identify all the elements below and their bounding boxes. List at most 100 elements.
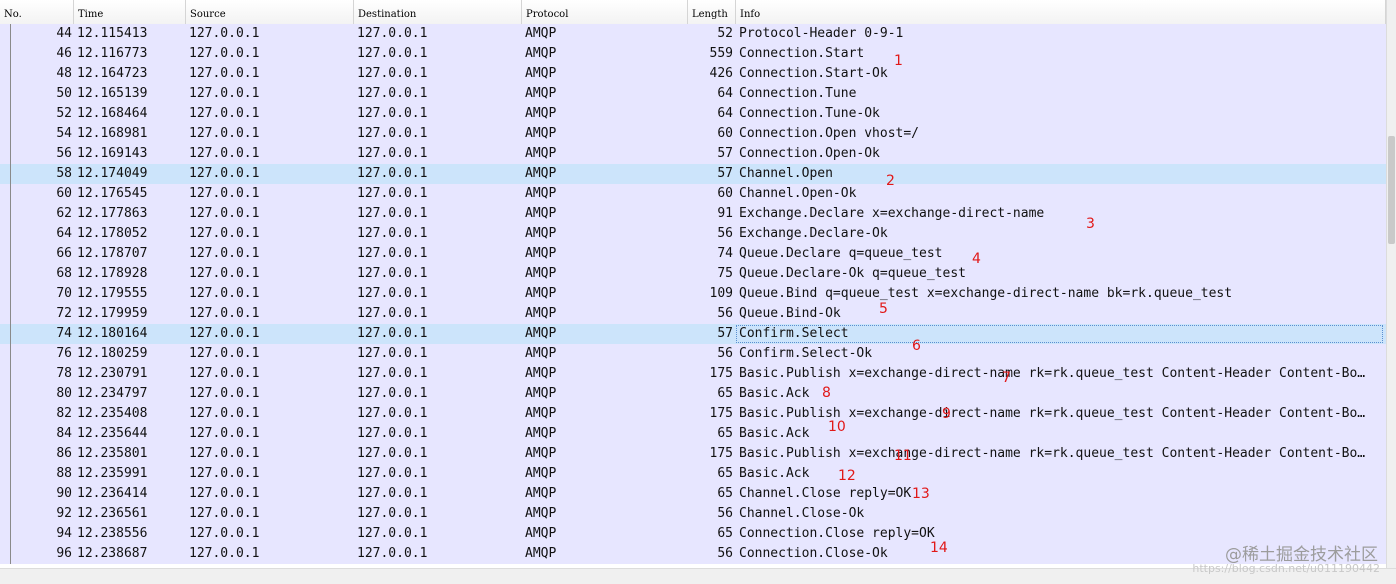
packet-protocol-cell: AMQP xyxy=(525,346,557,361)
packet-info-cell: Basic.Publish x=exchange-direct-name rk=… xyxy=(739,446,1366,461)
packet-destination-cell: 127.0.0.1 xyxy=(357,546,428,561)
packet-protocol-cell: AMQP xyxy=(525,146,557,161)
tree-line xyxy=(10,404,11,424)
packet-no-cell: 64 xyxy=(56,226,72,241)
packet-protocol-cell: AMQP xyxy=(525,246,557,261)
packet-time-cell: 12.180259 xyxy=(77,346,148,361)
packet-no-cell: 76 xyxy=(56,346,72,361)
column-header-destination[interactable]: Destination xyxy=(354,0,522,24)
packet-length-cell: 57 xyxy=(717,166,733,181)
packet-info-cell: Queue.Bind q=queue_test x=exchange-direc… xyxy=(739,286,1233,301)
horizontal-scrollbar[interactable] xyxy=(0,568,1396,584)
column-header-info[interactable]: Info xyxy=(736,0,1386,24)
packet-protocol-cell: AMQP xyxy=(525,386,557,401)
packet-time-cell: 12.235644 xyxy=(77,426,148,441)
packet-no-cell: 96 xyxy=(56,546,72,561)
packet-protocol-cell: AMQP xyxy=(525,526,557,541)
packet-info-cell: Channel.Close-Ok xyxy=(739,506,865,521)
packet-no-cell: 90 xyxy=(56,486,72,501)
packet-destination-cell: 127.0.0.1 xyxy=(357,286,428,301)
packet-protocol-cell: AMQP xyxy=(525,446,557,461)
annotation-marker: 11 xyxy=(894,448,912,464)
vertical-scrollbar-thumb[interactable] xyxy=(1388,136,1395,244)
tree-line xyxy=(10,264,11,284)
annotation-marker: 3 xyxy=(1086,216,1095,232)
packet-info-cell: Connection.Open vhost=/ xyxy=(739,126,920,141)
packet-info-cell: Connection.Start xyxy=(739,46,865,61)
column-header-no[interactable]: No. xyxy=(0,0,74,24)
watermark-text: @稀土掘金技术社区 xyxy=(1225,545,1378,565)
packet-time-cell: 12.168464 xyxy=(77,106,148,121)
packet-protocol-cell: AMQP xyxy=(525,266,557,281)
packet-info-cell: Protocol-Header 0-9-1 xyxy=(739,26,904,41)
packet-source-cell: 127.0.0.1 xyxy=(189,446,260,461)
packet-info-cell: Basic.Ack xyxy=(739,426,810,441)
packet-no-cell: 54 xyxy=(56,126,72,141)
packet-protocol-cell: AMQP xyxy=(525,206,557,221)
annotation-marker: 9 xyxy=(942,406,951,422)
packet-protocol-cell: AMQP xyxy=(525,166,557,181)
tree-line xyxy=(10,544,11,564)
packet-destination-cell: 127.0.0.1 xyxy=(357,486,428,501)
column-header-source[interactable]: Source xyxy=(186,0,354,24)
column-header-time[interactable]: Time xyxy=(74,0,186,24)
packet-destination-cell: 127.0.0.1 xyxy=(357,146,428,161)
vertical-scrollbar[interactable] xyxy=(1386,0,1396,568)
packet-info-cell: Channel.Close reply=OK xyxy=(739,486,912,501)
column-header-destination-label: Destination xyxy=(358,9,417,20)
column-header-protocol[interactable]: Protocol xyxy=(522,0,688,24)
tree-line xyxy=(10,164,11,184)
packet-destination-cell: 127.0.0.1 xyxy=(357,346,428,361)
packet-source-cell: 127.0.0.1 xyxy=(189,286,260,301)
packet-time-cell: 12.178707 xyxy=(77,246,148,261)
packet-info-cell: Basic.Ack xyxy=(739,466,810,481)
packet-protocol-cell: AMQP xyxy=(525,426,557,441)
tree-line xyxy=(10,464,11,484)
packet-destination-cell: 127.0.0.1 xyxy=(357,406,428,421)
packet-time-cell: 12.176545 xyxy=(77,186,148,201)
packet-length-cell: 56 xyxy=(717,306,733,321)
packet-destination-cell: 127.0.0.1 xyxy=(357,186,428,201)
packet-time-cell: 12.230791 xyxy=(77,366,148,381)
packet-source-cell: 127.0.0.1 xyxy=(189,106,260,121)
packet-protocol-cell: AMQP xyxy=(525,86,557,101)
column-header-info-label: Info xyxy=(740,9,761,20)
packet-info-cell: Connection.Tune xyxy=(739,86,857,101)
packet-source-cell: 127.0.0.1 xyxy=(189,206,260,221)
packet-destination-cell: 127.0.0.1 xyxy=(357,386,428,401)
column-header-protocol-label: Protocol xyxy=(526,9,569,20)
packet-length-cell: 56 xyxy=(717,546,733,561)
packet-time-cell: 12.180164 xyxy=(77,326,148,341)
packet-protocol-cell: AMQP xyxy=(525,326,557,341)
annotation-marker: 8 xyxy=(822,385,831,401)
column-header-length[interactable]: Length xyxy=(688,0,736,24)
packet-time-cell: 12.164723 xyxy=(77,66,148,81)
